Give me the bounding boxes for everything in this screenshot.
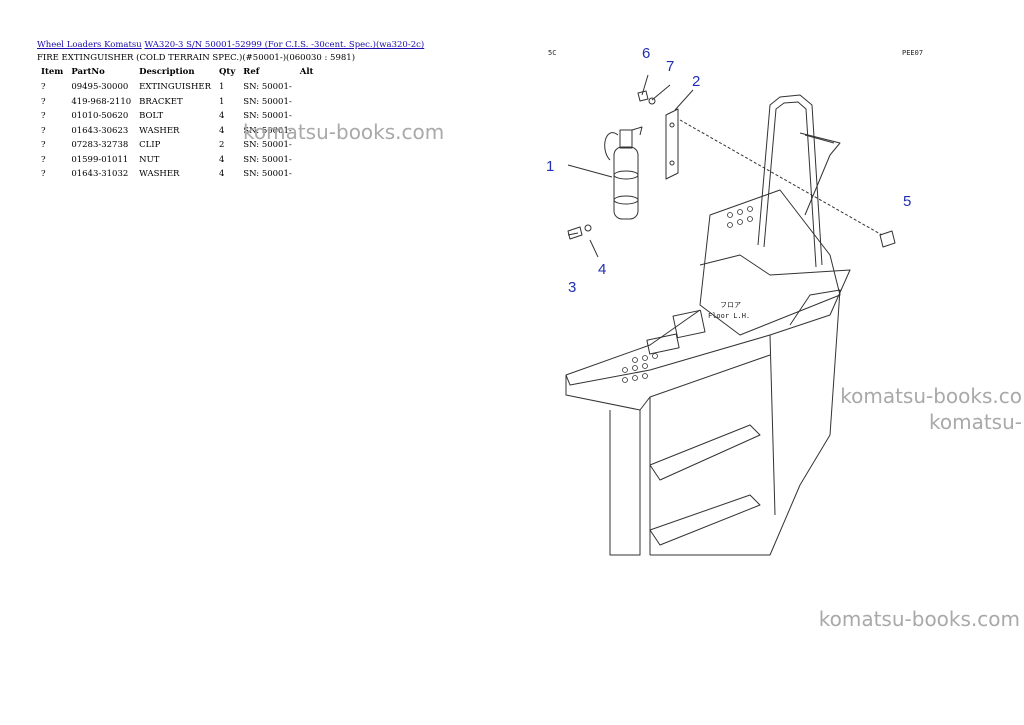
cell-ref: SN: 50001- [243, 140, 292, 151]
callout-6: 6 [642, 45, 650, 62]
cell-ref: SN: 50001- [243, 169, 292, 180]
header-qty: Qty [219, 67, 236, 77]
table-row: ? 01010-50620 BOLT 4 SN: 50001- [37, 109, 318, 124]
cell-item: ? [41, 125, 46, 136]
cell-description: CLIP [139, 140, 161, 151]
cell-ref: SN: 50001- [243, 125, 292, 136]
table-row: ? 419-968-2110 BRACKET 1 SN: 50001- [37, 95, 318, 110]
cell-ref: SN: 50001- [243, 82, 292, 93]
leader-line [589, 239, 599, 258]
cell-description: BRACKET [139, 96, 183, 107]
cell-item: ? [41, 111, 46, 122]
cell-qty: 4 [219, 111, 225, 122]
cell-partno: 01599-01011 [71, 154, 129, 165]
parts-table: Item PartNo Description Qty Ref Alt ? 09… [37, 66, 318, 182]
cell-partno: 01643-31032 [71, 169, 129, 180]
breadcrumb-link-wheel-loaders[interactable]: Wheel Loaders Komatsu [37, 40, 142, 50]
extinguisher-drawing [604, 126, 643, 220]
table-row: ? 07283-32738 CLIP 2 SN: 50001- [37, 138, 318, 153]
cell-item: ? [41, 169, 46, 180]
callout-2: 2 [692, 73, 700, 90]
callout-1: 1 [546, 158, 554, 175]
cell-partno: 419-968-2110 [71, 96, 132, 107]
cell-partno: 01010-50620 [71, 111, 129, 122]
breadcrumb: Wheel Loaders Komatsu WA320-3 S/N 50001-… [37, 40, 424, 50]
cell-qty: 1 [219, 96, 225, 107]
cell-partno: 09495-30000 [71, 82, 129, 93]
leader-line [679, 119, 883, 236]
cell-qty: 2 [219, 140, 225, 151]
console-body-drawing [565, 189, 851, 556]
cell-qty: 1 [219, 82, 225, 93]
drawing-code-right: PEE07 [902, 49, 923, 57]
watermark: komatsu-books.com [818, 607, 1020, 631]
parts-diagram: 5C PEE07 フロア Floor L.H. 1 2 3 4 5 6 7 [546, 45, 923, 556]
washer-drawing [648, 97, 656, 105]
cell-alt [296, 95, 318, 110]
breadcrumb-link-model[interactable]: WA320-3 S/N 50001-52999 (For C.I.S. -30c… [144, 40, 425, 50]
table-row: ? 09495-30000 EXTINGUISHER 1 SN: 50001- [37, 80, 318, 95]
callout-3: 3 [568, 279, 576, 296]
watermark: komatsu-books.com [243, 120, 445, 144]
washer-drawing [584, 224, 592, 232]
cell-qty: 4 [219, 154, 225, 165]
callout-5: 5 [903, 193, 911, 210]
table-row: ? 01643-30623 WASHER 4 SN: 50001- [37, 124, 318, 139]
cell-item: ? [41, 96, 46, 107]
header-alt: Alt [299, 67, 314, 77]
cell-description: NUT [139, 154, 160, 165]
page-title: FIRE EXTINGUISHER (COLD TERRAIN SPEC.)(#… [37, 53, 356, 63]
cell-alt [296, 167, 318, 182]
callout-7: 7 [666, 58, 674, 75]
cell-ref: SN: 50001- [243, 111, 292, 122]
cell-alt [296, 153, 318, 168]
drawing-label-jp: フロア [720, 301, 741, 309]
header-ref: Ref [243, 67, 260, 77]
watermark: komatsu- [929, 410, 1022, 434]
bracket-drawing [665, 108, 679, 180]
nut-drawing [637, 90, 649, 102]
bolt-drawing [567, 226, 583, 240]
cell-item: ? [41, 82, 46, 93]
cell-item: ? [41, 154, 46, 165]
cell-description: BOLT [139, 111, 164, 122]
callout-4: 4 [598, 261, 606, 278]
header-partno: PartNo [71, 67, 105, 77]
cell-qty: 4 [219, 169, 225, 180]
table-row: ? 01643-31032 WASHER 4 SN: 50001- [37, 167, 318, 182]
table-row: ? 01599-01011 NUT 4 SN: 50001- [37, 153, 318, 168]
header-item: Item [41, 67, 64, 77]
cell-ref: SN: 50001- [243, 154, 292, 165]
cell-partno: 01643-30623 [71, 125, 129, 136]
cell-item: ? [41, 140, 46, 151]
cell-description: WASHER [139, 125, 180, 136]
console-holes [622, 206, 753, 383]
leader-line [651, 84, 671, 101]
drawing-code-left: 5C [548, 49, 556, 57]
cell-description: WASHER [139, 169, 180, 180]
drawing-label-floor: Floor L.H. [708, 312, 750, 320]
leader-line [674, 89, 694, 111]
cell-alt [296, 80, 318, 95]
clip-drawing [879, 230, 896, 248]
leader-line [567, 232, 579, 236]
table-header-row: Item PartNo Description Qty Ref Alt [37, 66, 318, 80]
cell-partno: 07283-32738 [71, 140, 129, 151]
leader-line [567, 164, 613, 178]
header-description: Description [139, 67, 195, 77]
handrail-drawing [757, 94, 841, 268]
watermark: komatsu-books.co [840, 384, 1022, 408]
cell-qty: 4 [219, 125, 225, 136]
cell-ref: SN: 50001- [243, 96, 292, 107]
cell-description: EXTINGUISHER [139, 82, 212, 93]
